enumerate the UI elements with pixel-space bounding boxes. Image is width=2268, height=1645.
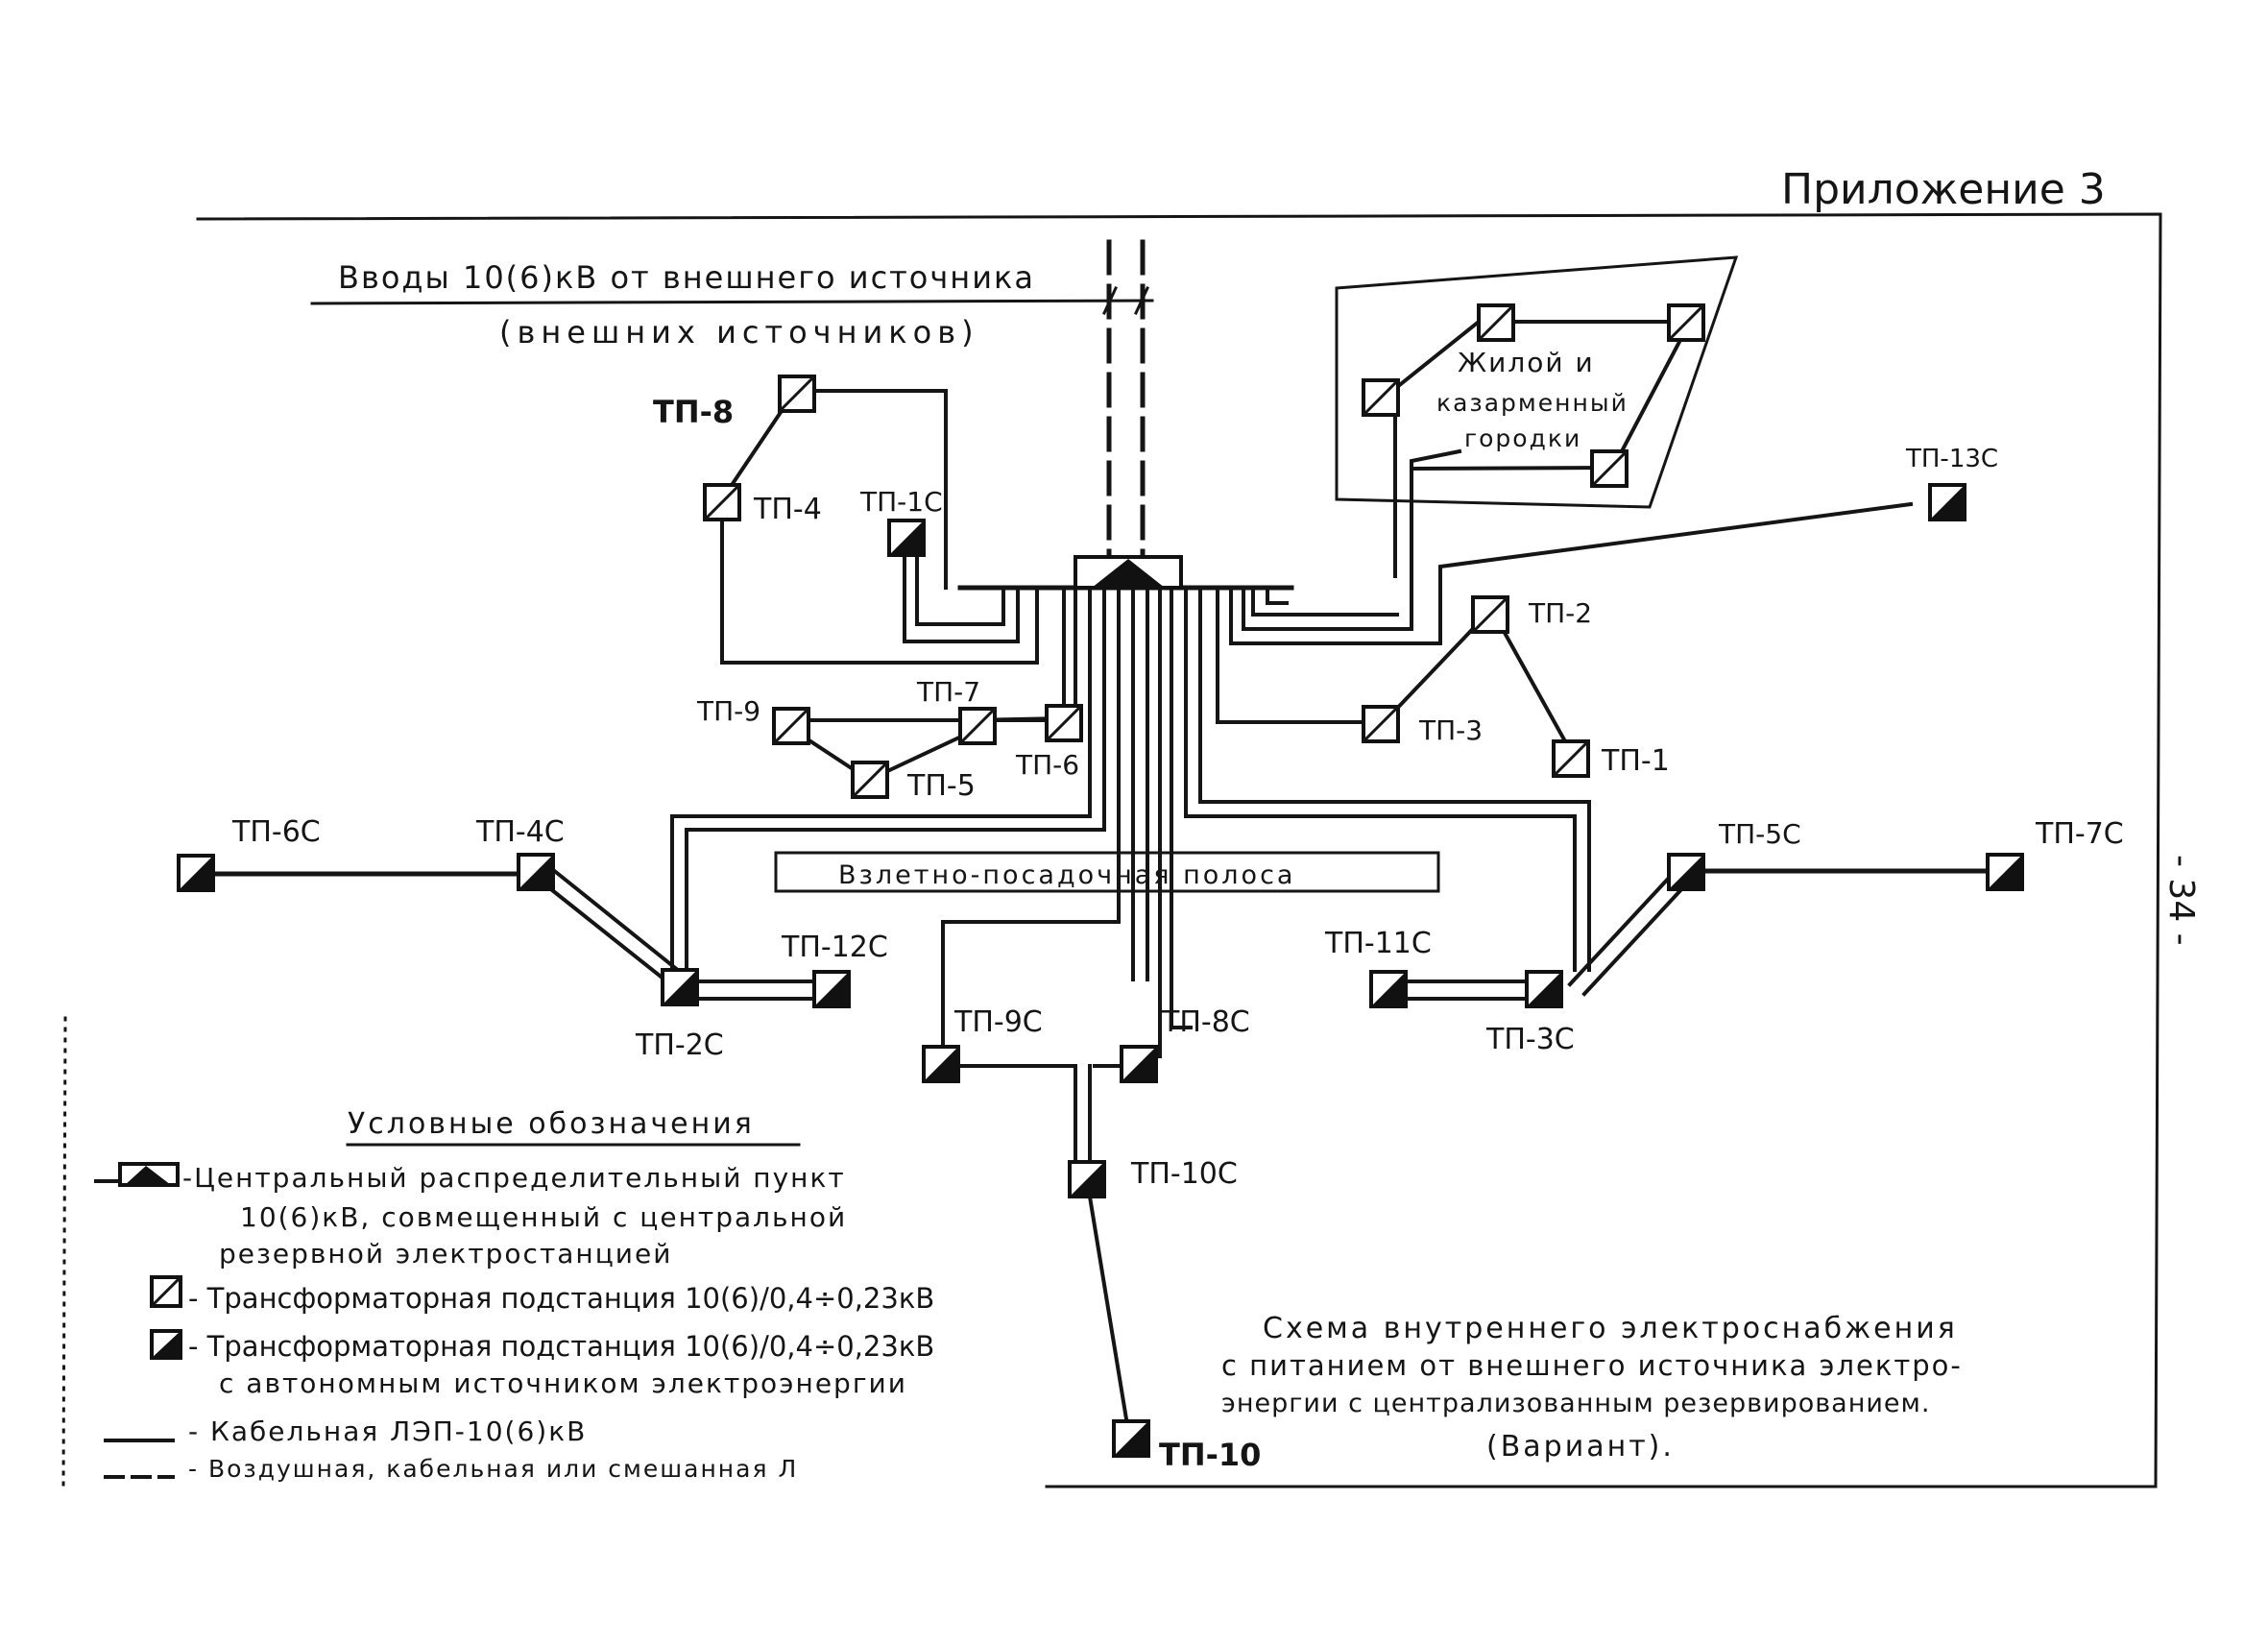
label-tp11c: ТП-11С <box>1324 927 1432 960</box>
appendix-label: Приложение 3 <box>1781 165 2106 214</box>
legend-item1-line3: резервной электростанцией <box>219 1238 672 1270</box>
legend-item1-line1: -Центральный распределительный пункт <box>182 1162 846 1194</box>
substation-tp9c-icon <box>922 1045 960 1083</box>
label-tp9c: ТП-9С <box>953 1005 1043 1039</box>
cable-network <box>206 388 1991 1434</box>
label-tp5c: ТП-5С <box>1718 818 1801 850</box>
substation-res2-icon <box>1476 302 1516 343</box>
caption-line1: Схема внутреннего электроснабжения <box>1263 1312 1958 1345</box>
legend-item5: - Воздушная, кабельная или смешанная Л <box>188 1455 798 1483</box>
label-tp6c: ТП-6С <box>231 815 321 849</box>
label-tp2: ТП-2 <box>1528 597 1592 629</box>
legend: Условные обозначения -Центральный распре… <box>94 1107 934 1483</box>
substation-tp1c-icon <box>887 519 926 557</box>
label-tp10: ТП-10 <box>1159 1437 1261 1473</box>
caption-line4: (Вариант). <box>1486 1430 1675 1464</box>
label-tp9: ТП-9 <box>696 695 760 727</box>
substation-tp7-icon <box>957 706 998 746</box>
label-tp13c: ТП-13С <box>1905 445 1998 473</box>
substation-tp12c-icon <box>812 970 851 1008</box>
label-tp3c: ТП-3С <box>1485 1023 1575 1056</box>
substation-tp10c-icon <box>1068 1160 1106 1198</box>
substation-tp3-icon <box>1361 704 1401 744</box>
residential-label-line3: городки <box>1464 424 1581 452</box>
substation-tp5c-icon <box>1667 853 1705 891</box>
substation-res1-icon <box>1361 377 1401 418</box>
substation-tp8-icon <box>777 374 817 414</box>
plain-substations <box>702 302 1706 800</box>
residential-label-line2: казарменный <box>1436 389 1629 417</box>
legend-central-point-icon <box>94 1162 180 1187</box>
substation-tp2c-icon <box>661 968 699 1006</box>
central-distribution-point <box>1074 555 1183 590</box>
label-tp10c: ТП-10С <box>1130 1157 1238 1191</box>
caption-line3: энергии с централизованным резервировани… <box>1221 1389 1930 1418</box>
residential-label-line1: Жилой и <box>1458 347 1595 378</box>
label-tp4c: ТП-4С <box>475 815 565 849</box>
substation-tp3c-icon <box>1525 970 1563 1008</box>
substation-tp10-icon <box>1112 1419 1150 1458</box>
label-tp2c: ТП-2С <box>635 1028 724 1062</box>
label-tp1: ТП-1 <box>1601 744 1670 778</box>
substation-tp5-icon <box>850 760 890 800</box>
substation-tp1-icon <box>1551 738 1591 779</box>
legend-item2: - Трансформаторная подстанция 10(6)/0,4÷… <box>188 1282 934 1315</box>
label-tp6: ТП-6 <box>1015 749 1079 781</box>
substation-tp13c-icon <box>1928 483 1966 521</box>
substation-tp6-icon <box>1044 703 1084 743</box>
substation-tp4c-icon <box>517 853 555 891</box>
label-tp8: ТП-8 <box>653 394 734 430</box>
legend-item3-line1: - Трансформаторная подстанция 10(6)/0,4÷… <box>188 1330 934 1363</box>
legend-substation-icon <box>149 1274 183 1309</box>
label-tp1c: ТП-1С <box>859 486 943 518</box>
autonomous-substations <box>177 483 2024 1458</box>
page-number: - 34 - <box>2161 855 2201 946</box>
substation-tp9-icon <box>771 706 811 746</box>
label-tp12c: ТП-12С <box>781 931 888 964</box>
label-tp5: ТП-5 <box>906 769 976 803</box>
substation-tp4-icon <box>702 482 742 522</box>
legend-autonomous-substation-icon <box>150 1329 182 1360</box>
residential-area: Жилой и казарменный городки <box>1335 255 1739 578</box>
substation-res4-icon <box>1589 448 1629 489</box>
substation-res3-icon <box>1666 302 1706 343</box>
inputs-label-line1: Вводы 10(6)кВ от внешнего источника <box>338 259 1035 296</box>
substation-tp7c-icon <box>1986 853 2024 891</box>
page-frame <box>61 212 2162 1488</box>
substation-tp2-icon <box>1470 594 1510 635</box>
label-tp3: ТП-3 <box>1418 714 1483 746</box>
label-tp7c: ТП-7С <box>2035 817 2124 851</box>
legend-title: Условные обозначения <box>348 1107 755 1141</box>
label-tp8c: ТП-8С <box>1161 1005 1250 1039</box>
runway: Взлетно-посадочная полоса <box>774 851 1440 893</box>
external-inputs: Вводы 10(6)кВ от внешнего источника (вне… <box>310 239 1154 569</box>
legend-item1-line2: 10(6)кВ, совмещенный с центральной <box>240 1201 847 1233</box>
substation-tp6c-icon <box>177 854 215 892</box>
legend-item4: - Кабельная ЛЭП-10(6)кВ <box>188 1415 587 1447</box>
substation-tp11c-icon <box>1369 970 1408 1008</box>
runway-label: Взлетно-посадочная полоса <box>838 860 1295 890</box>
legend-item3-line2: с автономным источником электроэнергии <box>219 1367 907 1399</box>
substation-tp8c-icon <box>1120 1045 1158 1083</box>
node-labels: ТП-8 ТП-4 ТП-1С ТП-13С ТП-2 ТП-3 ТП-1 ТП… <box>231 394 2124 1473</box>
caption-line2: с питанием от внешнего источника электро… <box>1221 1349 1963 1382</box>
label-tp7: ТП-7 <box>916 676 980 708</box>
inputs-label-line2: (внешних источников) <box>499 314 979 351</box>
label-tp4: ТП-4 <box>753 493 822 526</box>
diagram-caption: Схема внутреннего электроснабжения с пит… <box>1221 1312 1963 1464</box>
